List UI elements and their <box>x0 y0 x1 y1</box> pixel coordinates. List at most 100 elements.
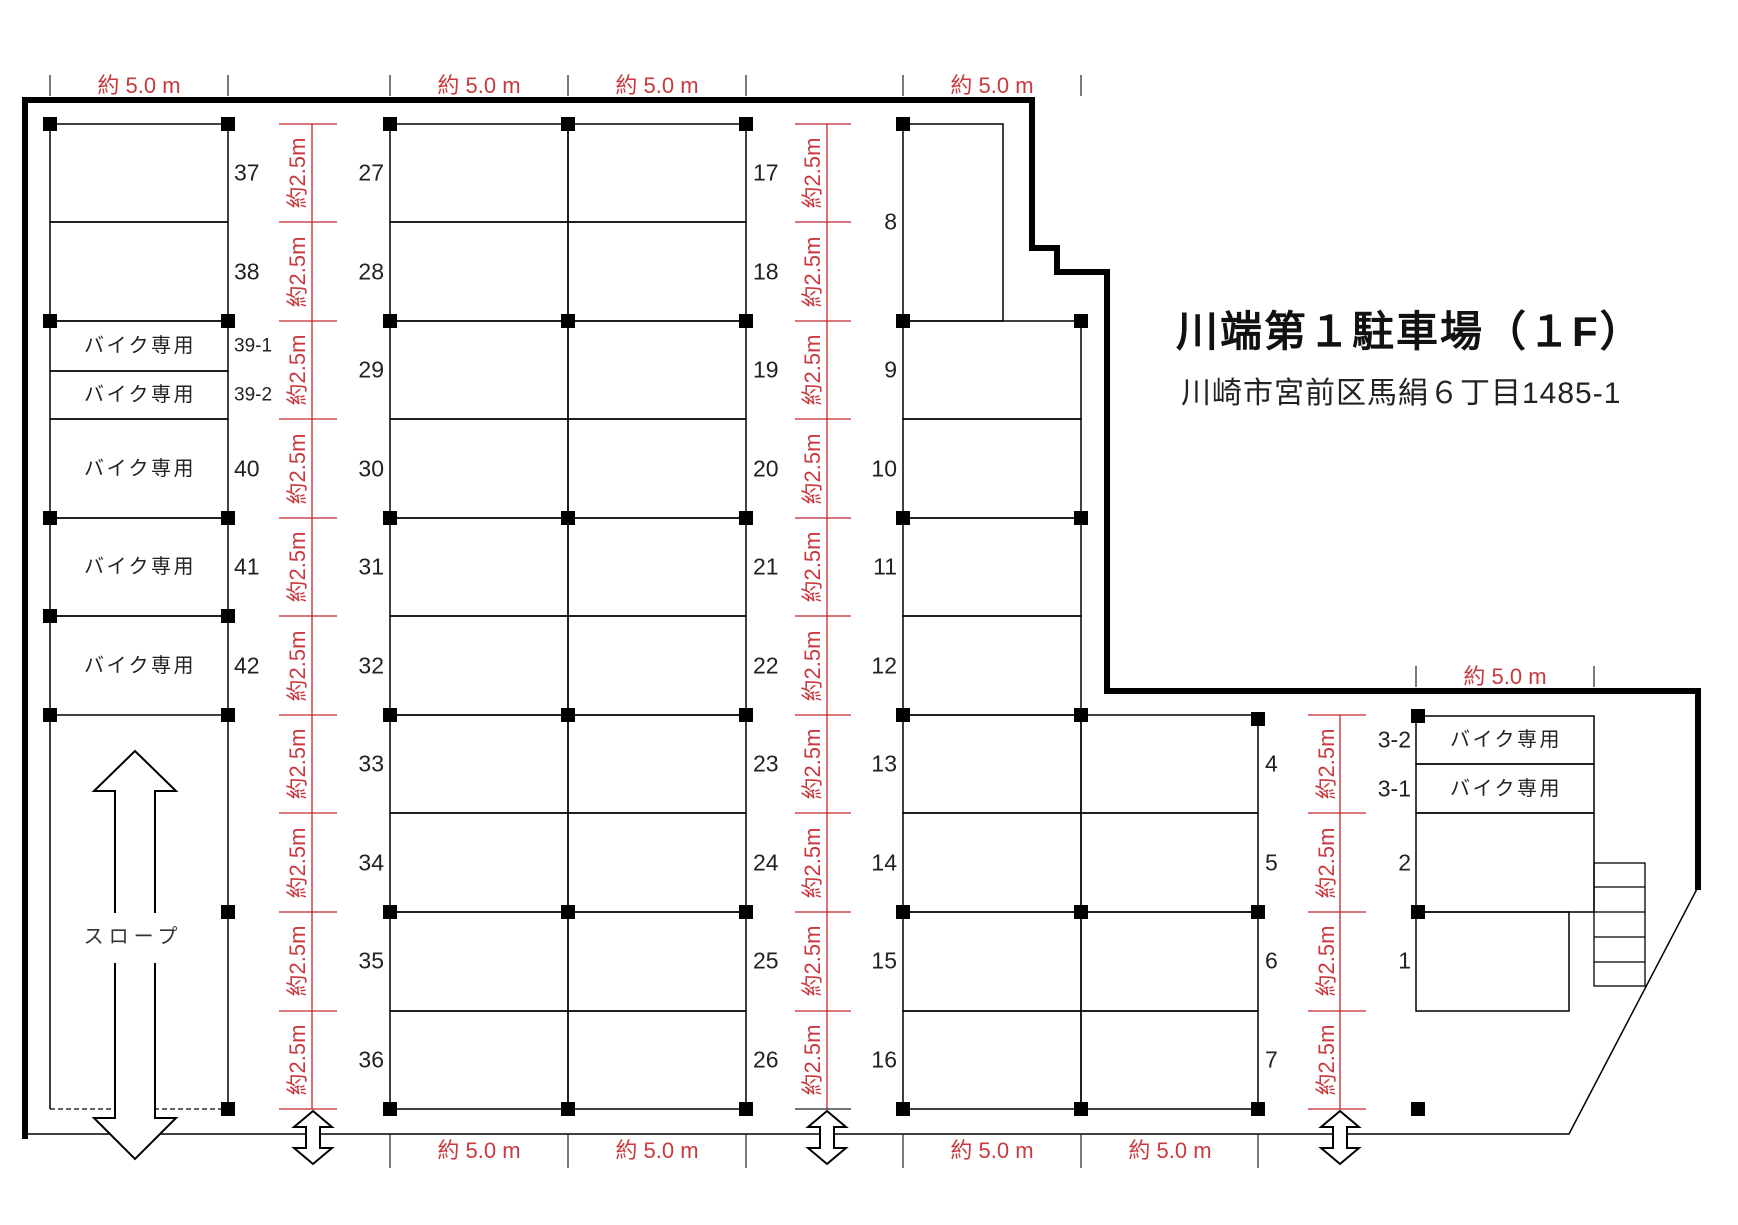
space-number: 35 <box>358 947 384 974</box>
bike-only-label: バイク専用 <box>83 556 197 578</box>
pillar-icon <box>43 708 57 722</box>
space-number: 8 <box>884 208 897 235</box>
space-18 <box>567 221 747 322</box>
space-number: 4 <box>1265 750 1278 777</box>
pillar-icon <box>896 511 910 525</box>
space-32 <box>389 615 569 716</box>
depth-dimension-label: 約2.5m <box>1314 1024 1339 1096</box>
space-number: 40 <box>234 455 260 482</box>
depth-dimension-label: 約2.5m <box>285 334 310 406</box>
pillar-icon <box>561 708 575 722</box>
pillar-icon <box>1074 708 1088 722</box>
space-14 <box>902 812 1082 913</box>
entrance-arrow-icon <box>1318 1109 1362 1166</box>
dimension-ticks <box>49 75 1595 1168</box>
pillar-icon <box>1251 905 1265 919</box>
space-number: 3-1 <box>1377 775 1411 802</box>
width-dimension-label: 約 5.0 m <box>97 73 181 98</box>
pillar-icon <box>896 314 910 328</box>
pillar-icon <box>221 511 235 525</box>
pillar-icon <box>383 314 397 328</box>
space-1 <box>1415 911 1570 1012</box>
pillar-icon <box>896 905 910 919</box>
space-2 <box>1415 812 1595 913</box>
space-number: 26 <box>753 1046 779 1073</box>
space-number: 11 <box>873 553 897 580</box>
space-34 <box>389 812 569 913</box>
pillar-icon <box>561 117 575 131</box>
space-16 <box>902 1010 1082 1110</box>
pillar-icon <box>221 708 235 722</box>
property-boundary-line <box>25 886 1699 1135</box>
space-number: 21 <box>753 553 779 580</box>
space-29 <box>389 320 569 420</box>
pillar-icon <box>561 1102 575 1116</box>
space-10 <box>902 418 1082 519</box>
width-dimension-label: 約 5.0 m <box>950 73 1034 98</box>
space-23 <box>567 714 747 814</box>
space-number: 27 <box>358 159 384 186</box>
space-number: 15 <box>871 947 897 974</box>
slope-label: スロープ <box>83 926 183 948</box>
bike-only-label: バイク専用 <box>83 335 197 357</box>
bike-only-label: バイク専用 <box>83 655 197 677</box>
space-15 <box>902 911 1082 1012</box>
space-number: 16 <box>871 1046 897 1073</box>
bike-only-label: バイク専用 <box>1449 729 1563 751</box>
space-number: 38 <box>234 258 260 285</box>
space-35 <box>389 911 569 1012</box>
space-5 <box>1080 812 1259 913</box>
space-11 <box>902 517 1082 617</box>
aisle-dimension-left <box>279 123 337 1110</box>
pillar-icon <box>383 708 397 722</box>
space-25 <box>567 911 747 1012</box>
space-42 <box>49 615 229 716</box>
pillar-icon <box>1411 1102 1425 1116</box>
space-number: 31 <box>358 553 384 580</box>
pillar-icon <box>1074 905 1088 919</box>
pillar-icon <box>43 117 57 131</box>
pillar-icon <box>561 511 575 525</box>
page-title: 川端第１駐車場（１F） <box>1176 308 1644 355</box>
space-number: 25 <box>753 947 779 974</box>
space-4 <box>1080 714 1259 814</box>
pillar-icon <box>1074 1102 1088 1116</box>
pillar-icon <box>739 511 753 525</box>
space-7 <box>1080 1010 1259 1110</box>
depth-dimension-label: 約2.5m <box>800 137 825 209</box>
pillar-icon <box>739 314 753 328</box>
pillar-icon <box>896 1102 910 1116</box>
entrance-arrows <box>291 1109 1362 1166</box>
depth-dimension-label: 約2.5m <box>1314 728 1339 800</box>
parking-spaces <box>49 123 1595 1110</box>
depth-dimension-label: 約2.5m <box>285 925 310 997</box>
depth-dimension-label: 約2.5m <box>285 236 310 308</box>
space-number: 39-1 <box>234 335 273 357</box>
space-number: 6 <box>1265 947 1278 974</box>
space-number: 17 <box>753 159 779 186</box>
space-number: 37 <box>234 159 260 186</box>
depth-dimension-label: 約2.5m <box>800 236 825 308</box>
space-24 <box>567 812 747 913</box>
width-dimension-label: 約 5.0 m <box>437 1138 521 1163</box>
width-dimension-label: 約 5.0 m <box>437 73 521 98</box>
outer-wall <box>22 97 1701 1139</box>
space-33 <box>389 714 569 814</box>
space-22 <box>567 615 747 716</box>
pillar-icon <box>739 905 753 919</box>
space-12 <box>902 615 1082 716</box>
space-number: 28 <box>358 258 384 285</box>
entrance-arrow-icon <box>805 1109 849 1166</box>
space-number: 2 <box>1398 849 1411 876</box>
depth-dimension-label: 約2.5m <box>1314 827 1339 899</box>
depth-dimension-label: 約2.5m <box>285 630 310 702</box>
space-number: 10 <box>871 455 897 482</box>
pillar-icon <box>383 511 397 525</box>
space-number: 5 <box>1265 849 1278 876</box>
entrance-arrow-icon <box>291 1109 335 1166</box>
space-20 <box>567 418 747 519</box>
space-number: 32 <box>358 652 384 679</box>
width-dimension-label: 約 5.0 m <box>615 1138 699 1163</box>
space-number: 12 <box>871 652 897 679</box>
